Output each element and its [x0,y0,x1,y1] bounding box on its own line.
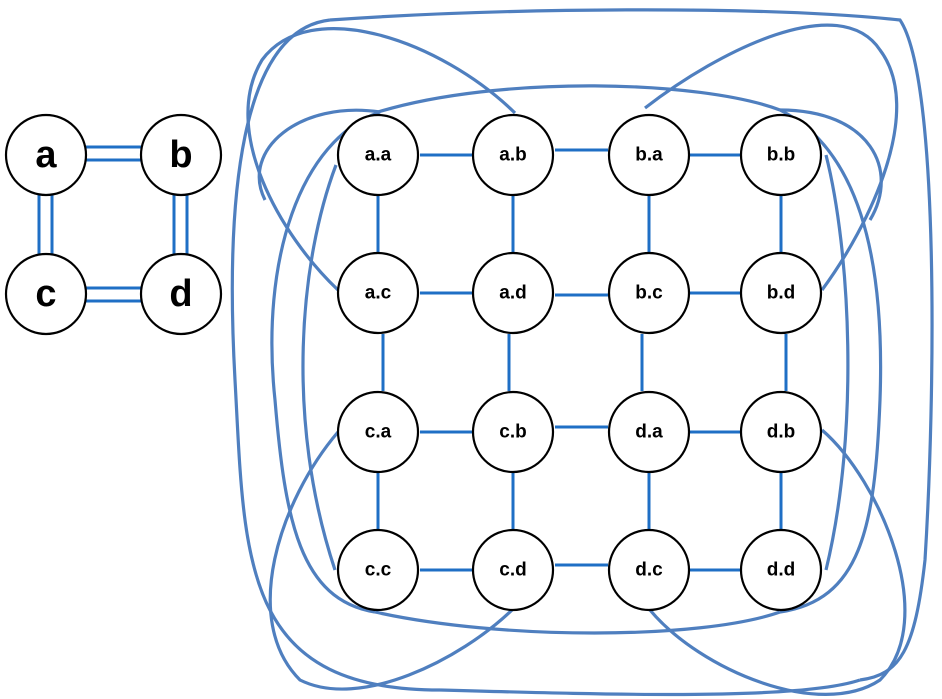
node-circle [4,252,88,336]
node-circle [336,251,420,335]
wrap-edge-ab-ac [246,27,517,292]
node-cc: c.c [336,528,420,612]
node-circle [607,528,691,612]
wrap-edge-bb-db-inner [779,108,883,614]
small-node-a: a [4,113,88,197]
node-circle [139,113,223,197]
node-circle [139,252,223,336]
wrap-edge-bb-dd [824,154,850,571]
wrap-edge-ca-cd [268,430,514,691]
node-label: b.c [635,283,663,304]
node-dd: d.d [739,528,823,612]
node-bb: b.b [739,113,823,197]
node-label: c.d [499,560,526,581]
node-label: d.b [767,422,796,443]
node-label: d [169,273,192,315]
node-label: a [35,134,57,176]
small-graph-edges [37,145,189,303]
node-circle [336,528,420,612]
small-node-d: d [139,252,223,336]
node-label: d.a [635,422,663,443]
wrap-edge-aa-bb [377,84,781,114]
node-cd: c.d [471,528,555,612]
node-ca: c.a [336,390,420,474]
product-nodes: a.a a.b b.a b.b a.c a.d b.c b.d c.a c.b … [336,113,823,612]
wrap-edge-aa-cc-outer [257,108,381,201]
node-ab: a.b [471,113,555,197]
node-da: d.a [607,390,691,474]
node-bc: b.c [607,251,691,335]
node-circle [471,390,555,474]
small-graph: a b c d [4,113,223,336]
node-label: b.d [767,283,796,304]
node-circle [4,113,88,197]
node-circle [471,528,555,612]
node-aa: a.a [336,113,420,197]
node-db: d.b [739,390,823,474]
wrap-edge-aa-cc [301,164,338,571]
wrap-edge-cc-dd [374,610,781,635]
node-label: b [169,134,192,176]
node-ad: a.d [471,251,555,335]
node-circle [471,251,555,335]
node-ac: a.c [336,251,420,335]
small-node-c: c [4,252,88,336]
node-circle [336,390,420,474]
wrap-edge-aa-ca-inner [270,110,381,614]
wrap-edge-ba-bd [644,23,899,291]
node-dc: d.c [607,528,691,612]
node-circle [607,390,691,474]
node-label: c.a [365,422,392,443]
node-circle [607,251,691,335]
small-node-b: b [139,113,223,197]
node-circle [336,113,420,197]
node-label: b.a [635,145,663,166]
node-label: a.c [365,283,392,304]
wrap-edge-outer-left [230,18,441,692]
node-circle [471,113,555,197]
node-label: a.b [499,145,526,166]
node-ba: b.a [607,113,691,197]
grid-edges [376,148,788,572]
node-circle [739,528,823,612]
wrap-edge-outer-right [439,678,861,697]
node-label: b.b [767,145,796,166]
node-label: a.a [365,145,392,166]
node-circle [739,113,823,197]
node-circle [739,390,823,474]
node-bd: b.d [739,251,823,335]
node-label: c [35,273,56,315]
node-label: d.d [767,560,796,581]
wrap-edge-bb-dd-outer [779,108,883,221]
wrap-edge-outer-top [329,8,934,682]
node-cb: c.b [471,390,555,474]
node-label: a.d [499,283,526,304]
node-label: c.c [365,560,392,581]
node-label: d.c [635,560,663,581]
wrap-edges [230,8,934,697]
node-circle [739,251,823,335]
node-circle [607,113,691,197]
node-label: c.b [499,422,526,443]
